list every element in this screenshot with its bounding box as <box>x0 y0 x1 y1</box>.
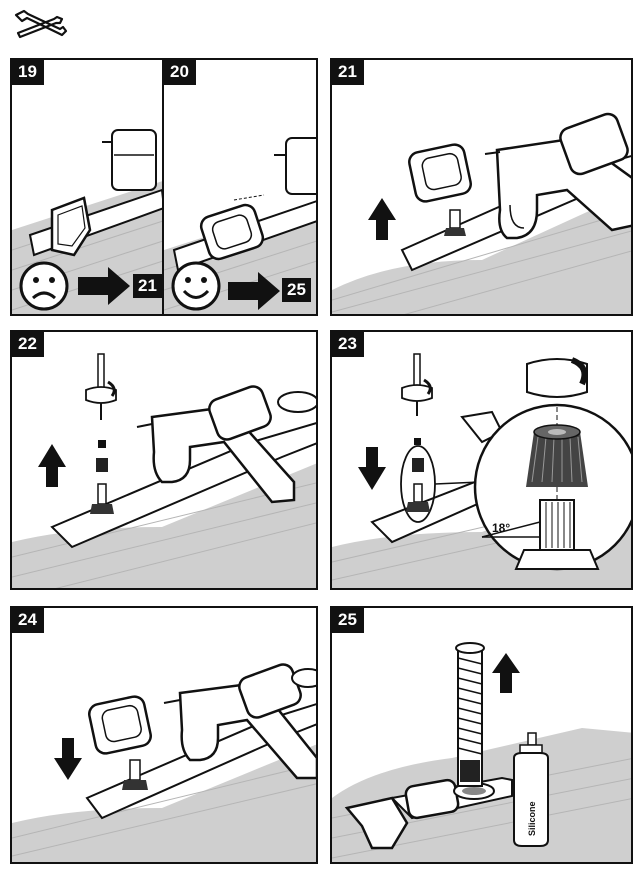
silicone-label: Silicone <box>527 801 537 836</box>
step-20-panel: 20 25 <box>162 58 318 316</box>
wrench-screwdriver-icon <box>14 9 68 39</box>
step-24-illustration <box>12 663 316 862</box>
step-19-panel: 19 21 <box>10 58 164 316</box>
step-21-panel: 21 <box>330 58 633 316</box>
step-22-illustration <box>12 353 316 588</box>
step-23-illustration: 18° <box>332 353 631 588</box>
step-24-panel: 24 <box>10 606 318 864</box>
arrow-right-icon <box>228 272 280 310</box>
angle-label: 18° <box>492 521 510 535</box>
sad-face-icon <box>19 261 69 311</box>
goto-step-badge: 21 <box>133 274 162 298</box>
step-number: 22 <box>12 332 44 357</box>
step-25-illustration: Silicone <box>332 642 631 862</box>
step-number: 20 <box>164 60 196 85</box>
step-number: 19 <box>12 60 44 85</box>
step-22-panel: 22 <box>10 330 318 590</box>
happy-face-icon <box>171 261 221 311</box>
step-number: 24 <box>12 608 44 633</box>
step-number: 23 <box>332 332 364 357</box>
step-21-illustration <box>332 112 631 314</box>
step-number: 25 <box>332 608 364 633</box>
arrow-right-icon <box>78 267 130 305</box>
step-number: 21 <box>332 60 364 85</box>
step-25-panel: 25 Silicone <box>330 606 633 864</box>
goto-step-badge: 25 <box>282 278 311 302</box>
step-23-panel: 23 <box>330 330 633 590</box>
